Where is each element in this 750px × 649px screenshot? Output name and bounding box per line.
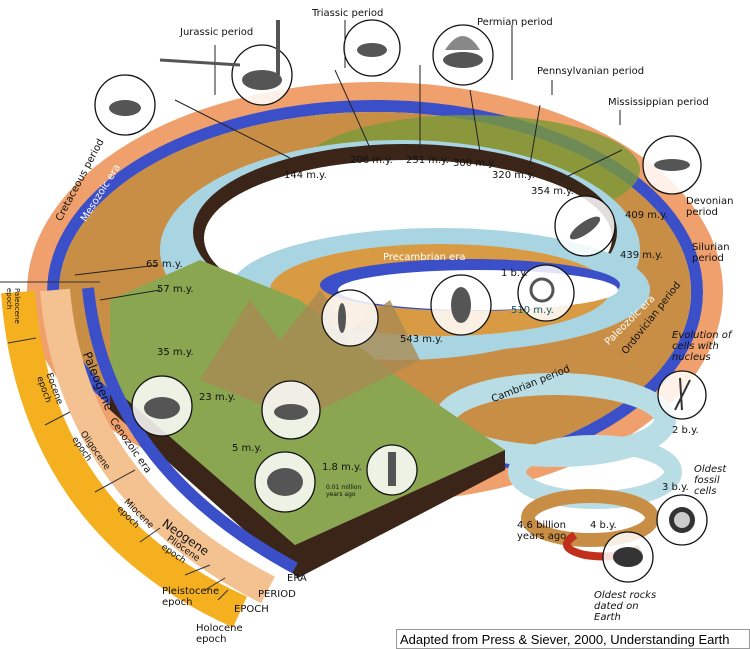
legend-epoch: EPOCH: [234, 604, 269, 615]
permian-label: Permian period: [477, 17, 553, 28]
silurian-label: Silurian period: [692, 242, 730, 264]
age-3by: 3 b.y.: [662, 482, 689, 493]
epoch-band: [1, 290, 247, 628]
precambrian-fossil-icon: [321, 289, 379, 347]
age-65: 65 m.y.: [146, 259, 183, 270]
age-510: 510 m.y.: [511, 305, 554, 316]
age-354: 354 m.y.: [531, 186, 574, 197]
age-4-6-billion: 4.6 billion years ago: [517, 520, 567, 542]
age-543: 543 m.y.: [400, 334, 443, 345]
age-251: 251 m.y.: [406, 155, 449, 166]
leader-lines: [74, 20, 623, 301]
credit-caption: Adapted from Press & Siever, 2000, Under…: [396, 629, 750, 649]
age-4by: 4 b.y.: [590, 520, 617, 531]
age-409: 409 m.y.: [625, 210, 668, 221]
pennsylvanian-label: Pennsylvanian period: [537, 66, 645, 77]
age-2by: 2 b.y.: [672, 425, 699, 436]
cenozoic-period-band: [40, 288, 275, 604]
triassic-label: Triassic period: [312, 8, 384, 19]
ammonite-icon: [517, 264, 575, 322]
age-439: 439 m.y.: [620, 250, 663, 261]
precambrian-era-label: Precambrian era: [383, 252, 466, 263]
legend-era: ERA: [287, 573, 307, 584]
paleocene-label: Paleocene epoch: [5, 288, 21, 324]
devonian-label: Devonian period: [686, 196, 734, 218]
age-35: 35 m.y.: [157, 347, 194, 358]
age-206: 206 m.y.: [350, 155, 393, 166]
cenozoic-era-band: [82, 287, 298, 574]
holocene-label: Holocene epoch: [196, 623, 243, 645]
legend-period: PERIOD: [258, 589, 296, 600]
jurassic-label: Jurassic period: [180, 27, 254, 38]
age-320: 320 m.y.: [492, 170, 535, 181]
age-1-8: 1.8 m.y.: [322, 462, 362, 473]
age-1by: 1 b.y.: [501, 268, 528, 279]
age-144: 144 m.y.: [284, 170, 327, 181]
mississippian-label: Mississippian period: [608, 97, 709, 108]
annotation-fossil-cells: Oldest fossil cells: [694, 464, 727, 497]
annotation-oldest-rocks: Oldest rocks dated on Earth: [594, 590, 657, 623]
cenozoic-block-side: [110, 385, 505, 578]
lower-spiral-3: [521, 489, 659, 547]
age-0-01: 0.01 million years ago: [326, 484, 362, 498]
icon-glyphs: [109, 20, 695, 567]
epoch-dividers: [0, 281, 229, 601]
pleistocene-label: Pleistocene epoch: [162, 586, 220, 608]
age-5: 5 m.y.: [232, 443, 263, 454]
annotation-nucleus: Evolution of cells with nucleus: [672, 330, 732, 363]
age-23: 23 m.y.: [199, 392, 236, 403]
age-57: 57 m.y.: [157, 284, 194, 295]
age-300: 300 m.y.: [453, 158, 496, 169]
